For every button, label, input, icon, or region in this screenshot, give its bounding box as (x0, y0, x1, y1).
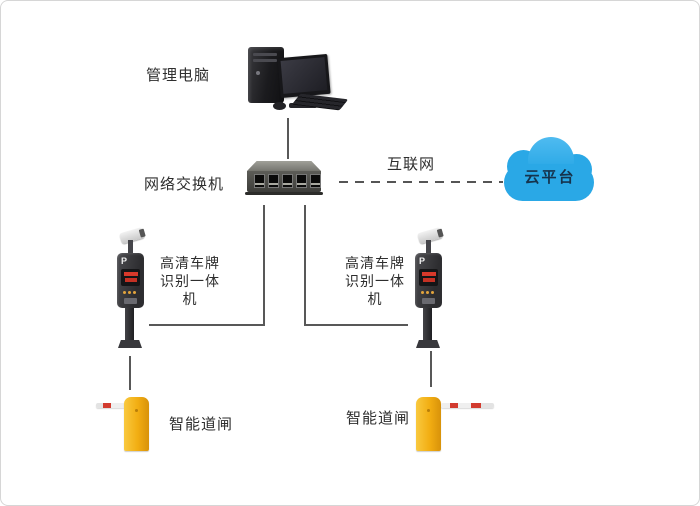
internet-label: 互联网 (387, 157, 436, 173)
barrier-arm (96, 403, 125, 408)
switch-ports (254, 174, 321, 188)
camera-stem (128, 240, 133, 254)
led-display (121, 269, 140, 286)
connector-switch-lpr-left-vertical (263, 205, 265, 326)
connector-lpr-barrier-right (430, 351, 432, 387)
lpr-display-unit: P (415, 253, 442, 308)
barrier-cabinet (416, 397, 441, 451)
network-switch-illustration (245, 161, 323, 197)
parking-p-logo: P (419, 256, 426, 266)
computer-monitor (277, 53, 331, 99)
barrier-arm (441, 403, 494, 408)
connector-switch-lpr-left-horizontal (149, 324, 265, 326)
cloud-shape (504, 164, 594, 201)
cloud-platform-label: 云平台 (524, 170, 576, 186)
ethernet-port (268, 174, 279, 188)
lpr-display-unit: P (117, 253, 144, 308)
connector-switch-cloud-dashed (339, 181, 503, 183)
lpr-camera-left-illustration: P (111, 226, 155, 351)
camera-lens (138, 228, 146, 238)
camera-base (416, 340, 440, 348)
ethernet-port (310, 174, 321, 188)
camera-base (118, 340, 142, 348)
management-computer-label: 管理电脑 (146, 68, 211, 84)
barrier-gate-left-illustration (96, 396, 206, 454)
tower-power-button (256, 71, 260, 75)
lpr-camera-right-illustration: P (409, 226, 453, 351)
lpr-right-label: 高清车牌识别一体机 (345, 257, 405, 308)
camera-pole (423, 308, 432, 340)
ethernet-port (282, 174, 293, 188)
connector-switch-lpr-right-vertical (304, 205, 306, 326)
indicator-lights (421, 291, 434, 294)
barrier-gate-right-illustration (416, 396, 526, 454)
ethernet-port (254, 174, 265, 188)
led-display (419, 269, 438, 286)
indicator-lights (123, 291, 136, 294)
network-switch-label: 网络交换机 (144, 177, 225, 193)
connector-switch-lpr-right-horizontal (304, 324, 408, 326)
camera-lens (436, 228, 444, 238)
barrier-cabinet (124, 397, 149, 451)
parking-p-logo: P (121, 256, 128, 266)
ethernet-port (296, 174, 307, 188)
camera-stem (426, 240, 431, 254)
tower-drive-bay (253, 53, 277, 56)
connector-lpr-barrier-left (129, 356, 131, 390)
connector-computer-switch (287, 118, 289, 159)
cabinet-detail (135, 409, 138, 412)
fill-light (124, 298, 137, 304)
barrier-left-label: 智能道闸 (169, 417, 234, 433)
management-computer-illustration (244, 41, 349, 116)
camera-pole (125, 308, 134, 340)
lpr-left-label: 高清车牌识别一体机 (160, 257, 220, 308)
cloud-platform-illustration: 云平台 (504, 137, 596, 203)
tower-drive-bay (253, 59, 277, 62)
switch-base-lip (245, 192, 323, 195)
fill-light (422, 298, 435, 304)
cabinet-detail (427, 409, 430, 412)
monitor-screen (280, 57, 328, 94)
barrier-right-label: 智能道闸 (346, 411, 411, 427)
computer-mouse (273, 102, 286, 110)
switch-top-face (247, 161, 321, 171)
